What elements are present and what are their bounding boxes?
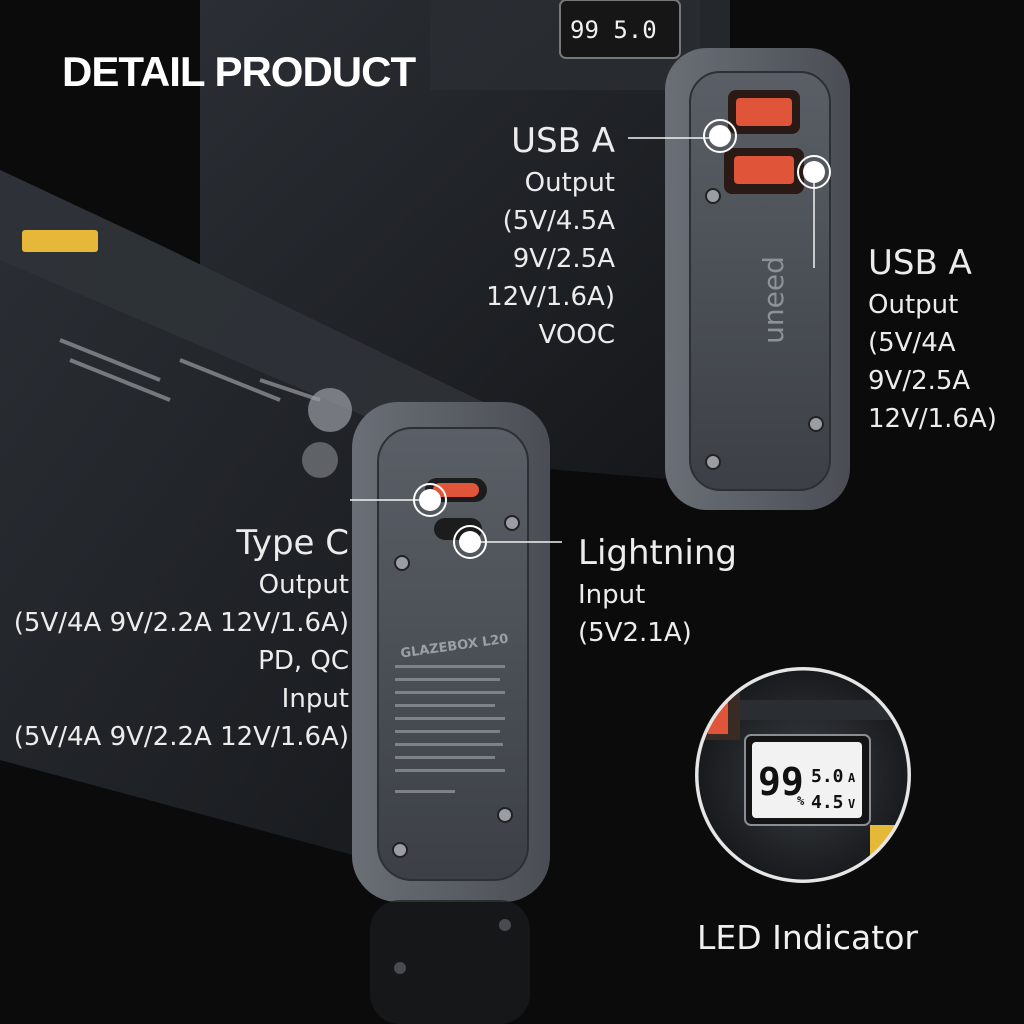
callout-title: Lightning bbox=[578, 533, 737, 573]
callout-line: (5V2.1A) bbox=[578, 618, 692, 648]
callout-line: 12V/1.6A) bbox=[486, 282, 615, 312]
callout-line: 12V/1.6A) bbox=[868, 404, 997, 434]
callout-dots bbox=[413, 119, 831, 559]
callout-usb-a-vooc: USB A Output (5V/4.5A 9V/2.5A 12V/1.6A) … bbox=[486, 118, 615, 354]
callout-lightning: Lightning Input (5V2.1A) bbox=[578, 530, 737, 652]
front-powerbank: GLAZEBOX L20 bbox=[0, 170, 550, 902]
led-voltage-unit: V bbox=[848, 797, 855, 811]
callout-title: USB A bbox=[868, 243, 972, 283]
callout-line: (5V/4A 9V/2.2A 12V/1.6A) bbox=[13, 722, 349, 752]
svg-text:99 5.0: 99 5.0 bbox=[570, 16, 657, 44]
callout-line: VOOC bbox=[538, 320, 615, 350]
led-percent: 99 bbox=[758, 760, 804, 804]
callout-line: 9V/2.5A bbox=[868, 366, 971, 396]
callout-line: (5V/4A 9V/2.2A 12V/1.6A) bbox=[13, 608, 349, 638]
callout-usb-a: USB A Output (5V/4A 9V/2.5A 12V/1.6A) bbox=[868, 240, 997, 438]
callout-line: Output bbox=[868, 290, 959, 320]
callout-line: Output bbox=[524, 168, 615, 198]
callout-line: Input bbox=[281, 684, 349, 714]
callout-type-c: Type C Output (5V/4A 9V/2.2A 12V/1.6A) P… bbox=[14, 520, 349, 756]
callout-line: (5V/4A bbox=[868, 328, 956, 358]
callout-line: 9V/2.5A bbox=[512, 244, 615, 274]
callout-line: Input bbox=[578, 580, 646, 610]
led-current: 5.0 bbox=[811, 766, 844, 787]
led-percent-unit: % bbox=[797, 794, 805, 808]
callout-line: (5V/4.5A bbox=[502, 206, 615, 236]
led-indicator-label: LED Indicator bbox=[697, 918, 918, 957]
led-voltage: 4.5 bbox=[811, 792, 844, 813]
led-current-unit: A bbox=[848, 771, 856, 785]
callout-title: Type C bbox=[236, 523, 349, 563]
page-title: DETAIL PRODUCT bbox=[62, 48, 416, 95]
led-indicator-inset: 99 % 5.0 A 4.5 V bbox=[695, 667, 911, 883]
callout-title: USB A bbox=[511, 121, 615, 161]
callout-line: Output bbox=[258, 570, 349, 600]
callout-line: PD, QC bbox=[258, 646, 349, 676]
brand-logo: uneed bbox=[757, 256, 790, 344]
